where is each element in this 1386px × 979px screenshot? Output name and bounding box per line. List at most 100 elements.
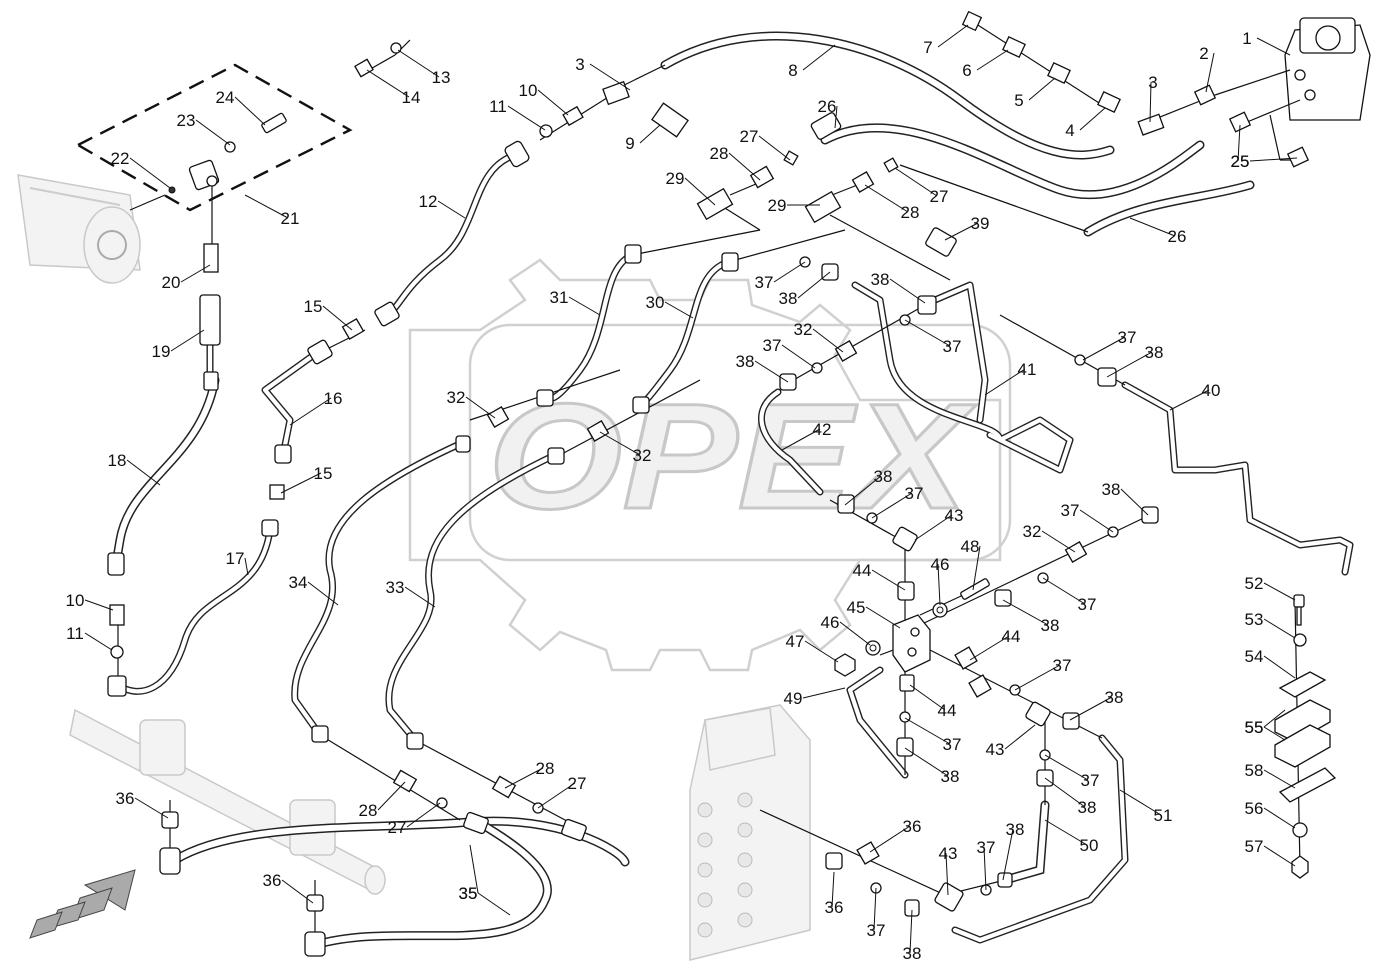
callout-leader [1079,509,1114,533]
callout-leader [568,296,601,316]
callout-leader [797,271,831,299]
callout-number: 31 [550,288,569,307]
callout-leader [984,368,1026,396]
callout-leader [537,782,576,809]
callout-leader [1014,664,1061,691]
callout-number: 56 [1245,799,1264,818]
callout-number: 35 [459,884,478,903]
callout-leader [1082,336,1126,361]
callout-leader [129,157,171,189]
callout-number: 46 [931,555,950,574]
callout-leader [972,545,981,591]
callout-leader [397,49,440,78]
callout-number: 24 [216,88,235,107]
callout-number: 28 [901,203,920,222]
callout-number: 48 [961,537,980,556]
callout-number: 26 [1168,227,1187,246]
callout-number: 46 [821,613,840,632]
callout-number: 53 [1245,610,1264,629]
callout-number: 11 [66,624,84,643]
callout-number: 27 [930,187,949,206]
callout-number: 44 [853,561,872,580]
callout-number: 15 [304,297,323,316]
callout-leader [831,871,835,908]
callout-leader [244,194,289,219]
callout-number: 44 [938,701,957,720]
callout-number: 27 [568,774,587,793]
callout-leader [1263,769,1296,789]
callout-number: 19 [152,342,171,361]
callout-number: 51 [1154,806,1173,825]
callout-leader [322,305,353,331]
callout-leader [1263,618,1296,639]
callout-leader [589,63,631,91]
callout-number: 44 [1002,627,1021,646]
callout-number: 57 [1245,837,1264,856]
callout-number: 32 [633,446,652,465]
callout-number: 28 [710,144,729,163]
callout-number: 50 [1080,836,1099,855]
callout-number: 36 [825,898,844,917]
callout-leader [1256,37,1291,56]
callout-number: 47 [786,632,805,651]
callout-leader [871,492,913,519]
callout-number: 38 [1145,343,1164,362]
callout-number: 27 [388,818,407,837]
callout-leader [904,319,951,347]
callout-number: 37 [905,484,924,503]
callout-number: 35 [459,884,478,903]
callout-number: 38 [779,289,798,308]
callout-leader [1263,807,1296,829]
callout-number: 32 [794,320,813,339]
callout-number: 5 [1014,91,1023,110]
callout-leader [758,135,791,161]
callout-leader [976,49,1009,71]
callout-leader [1069,696,1113,721]
callout-leader [945,852,949,896]
callout-labels: 1233456789101011111213141515161718192021… [66,24,1298,963]
callout-number: 55 [1245,718,1264,737]
callout-leader [281,879,314,904]
callout-number: 49 [784,689,803,708]
callout-number: 3 [575,55,584,74]
callout-number: 2 [1199,44,1208,63]
callout-number: 38 [903,944,922,963]
callout-number: 37 [1118,328,1137,347]
callout-number: 27 [740,127,759,146]
callout-leader [1263,709,1286,728]
callout-number: 38 [874,467,893,486]
callout-number: 17 [226,549,245,568]
callout-number: 38 [1078,798,1097,817]
callout-leader [234,96,266,126]
callout-number: 37 [1053,656,1072,675]
callout-leader [244,557,249,576]
callout-leader [1079,107,1106,131]
callout-number: 38 [871,270,890,289]
callout-leader [865,606,901,629]
callout-number: 29 [768,196,787,215]
callout-leader [84,599,114,611]
callout-leader [894,167,938,197]
watermark-text: OPEX [488,372,977,540]
callout-number: 32 [447,388,466,407]
callout-leader [1002,828,1014,881]
callout-number: 37 [943,337,962,356]
callout-leader [684,177,716,206]
callout-number: 38 [736,352,755,371]
callout-number: 37 [867,921,886,940]
callout-number: 22 [111,149,130,168]
callout-number: 32 [1023,522,1042,541]
callout-leader [904,717,951,745]
callout-leader [773,261,806,283]
callout-number: 8 [788,61,797,80]
callout-number: 55 [1245,718,1264,737]
callout-number: 37 [755,273,774,292]
callout-number: 37 [943,735,962,754]
fittings [107,10,1337,957]
callout-leader [1106,351,1153,378]
callout-number: 37 [763,336,782,355]
callout-leader [754,360,789,383]
kit-outline [75,63,353,212]
callout-number: 25 [1231,152,1250,171]
callout-leader [195,119,231,146]
